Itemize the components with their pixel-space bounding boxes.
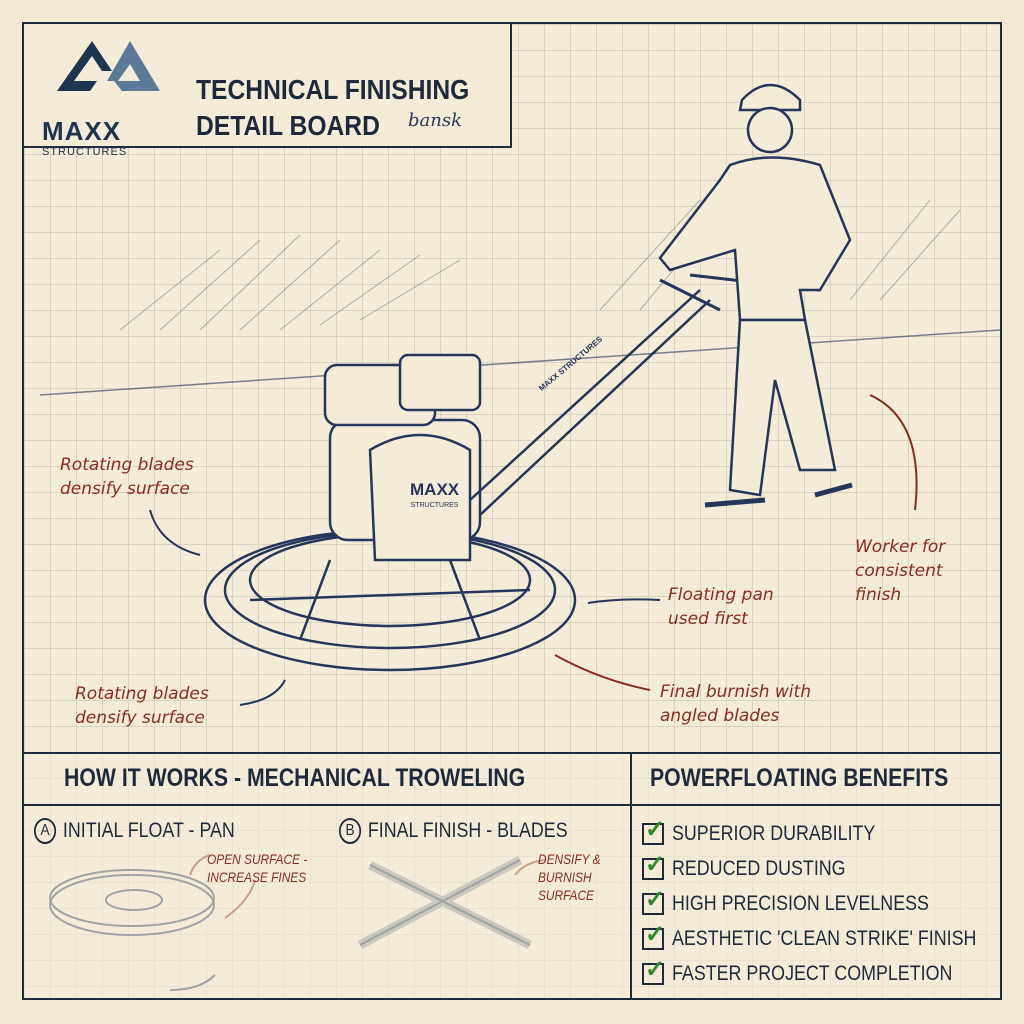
board-title: TECHNICAL FINISHING DETAIL BOARD [196,72,469,144]
step-a-marker: A [34,818,57,844]
brand-sub: STRUCTURES [42,146,128,158]
title-block: MAXX STRUCTURES TECHNICAL FINISHING DETA… [22,22,512,158]
step-a: A INITIAL FLOAT - PAN [34,818,235,844]
step-b: B FINAL FINISH - BLADES [339,818,568,844]
floor-horizon [39,329,1001,396]
checkbox-checked-icon [642,850,665,880]
checkbox-checked-icon [642,920,665,950]
signature: bansk [408,110,462,131]
title-line-2: DETAIL BOARD [196,110,380,141]
machine-brand-label: MAXX [410,480,460,499]
checkbox-checked-icon [642,815,665,845]
step-a-note: OPEN SURFACE -INCREASE FINES [207,851,308,885]
maxx-logo-icon [57,41,160,91]
benefit-item: FASTER PROJECT COMPLETION [642,955,1024,991]
benefit-item: HIGH PRECISION LEVELNESS [642,885,1024,921]
checkbox-checked-icon [642,955,665,985]
benefit-item: SUPERIOR DURABILITY [642,815,1024,851]
handle [469,289,711,516]
step-b-label: FINAL FINISH - BLADES [367,819,568,842]
step-a-label: INITIAL FLOAT - PAN [62,819,235,842]
benefits-title: POWERFLOATING BENEFITS [650,764,949,792]
hard-hat [738,83,802,112]
brand-name: MAXX [42,116,122,146]
annotation-arrows [149,394,918,706]
benefit-item: REDUCED DUSTING [642,850,1024,886]
divider [24,804,1000,806]
checkbox-checked-icon [642,885,665,915]
machine-brand: MAXX STRUCTURES [410,480,460,514]
engine-cover [368,433,472,562]
benefits-list: SUPERIOR DURABILITY REDUCED DUSTING HIGH… [642,815,1024,991]
info-panel: HOW IT WORKS - MECHANICAL TROWELING POWE… [22,752,1002,1000]
benefit-item: AESTHETIC 'CLEAN STRIKE' FINISH [642,920,1024,956]
step-b-marker: B [339,818,362,844]
worker [658,83,853,508]
title-line-1: TECHNICAL FINISHING [196,74,470,105]
machine-brand-sub: STRUCTURES [410,502,459,509]
divider [630,754,632,998]
how-it-works-title: HOW IT WORKS - MECHANICAL TROWELING [64,764,526,792]
blades [249,559,531,641]
